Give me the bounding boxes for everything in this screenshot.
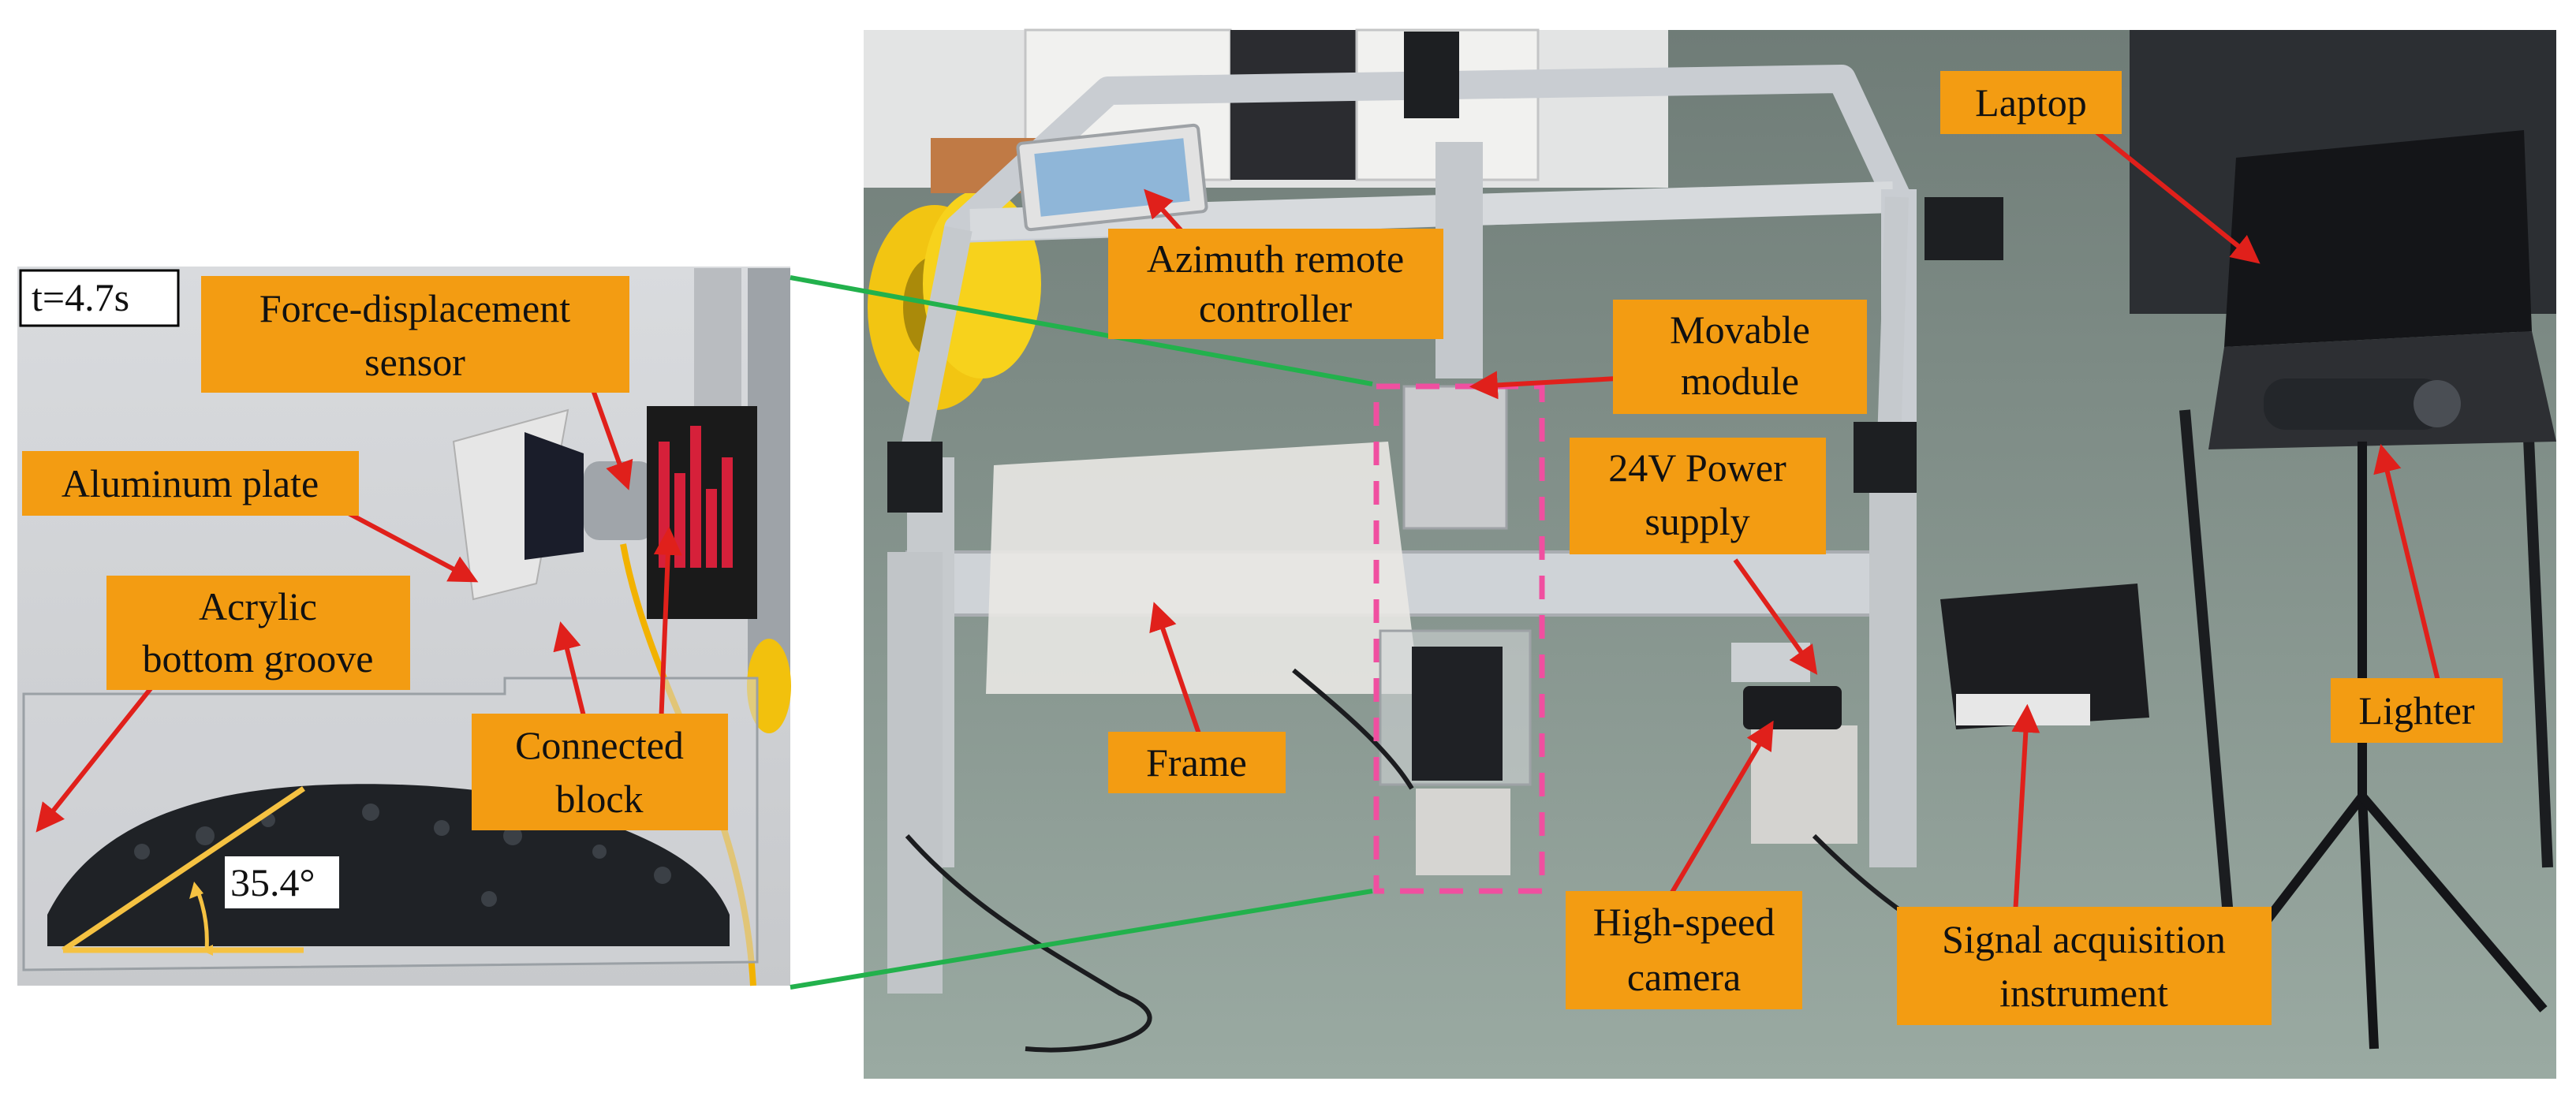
label-signal-instrument: Signal acquisition instrument: [1897, 907, 2272, 1025]
label-acrylic-groove: Acrylic bottom groove: [106, 576, 410, 690]
svg-text:instrument: instrument: [1999, 971, 2168, 1015]
svg-text:High-speed: High-speed: [1593, 900, 1775, 944]
sensor-body: [584, 461, 655, 540]
svg-text:Frame: Frame: [1146, 740, 1247, 785]
label-frame: Frame: [1108, 732, 1286, 793]
arrow-force-sensor: [585, 373, 633, 490]
arrow-motor-block: [653, 526, 682, 726]
time-label-box: [19, 269, 180, 327]
time-label: t=4.7s: [32, 275, 129, 319]
laptop-device: [2224, 130, 2532, 347]
arrow-aluminum-plate: [345, 510, 479, 583]
label-high-speed-camera: High-speed camera: [1566, 891, 1802, 1009]
arrow-frame: [1149, 602, 1205, 746]
angle-slope-line: [62, 786, 305, 953]
angle-label: 35.4°: [230, 860, 315, 904]
high-speed-camera-device: [1743, 686, 1842, 729]
svg-text:Lighter: Lighter: [2358, 688, 2475, 733]
arrow-lighter: [2373, 444, 2443, 695]
arrow-movable: [1469, 371, 1618, 400]
svg-text:Connected: Connected: [515, 723, 684, 767]
label-lighter: Lighter: [2331, 678, 2503, 743]
arrow-camera: [1666, 720, 1774, 901]
label-azimuth-controller: Azimuth remote controller: [1108, 229, 1443, 339]
svg-text:sensor: sensor: [364, 340, 465, 384]
arrow-laptop: [2093, 128, 2261, 264]
signal-instrument-device: [1940, 584, 2149, 729]
svg-text:Acrylic: Acrylic: [199, 584, 317, 628]
label-power-supply: 24V Power supply: [1570, 438, 1826, 554]
svg-text:Movable: Movable: [1670, 308, 1810, 352]
arrow-signal: [2011, 703, 2040, 915]
connected-block-shape: [525, 432, 584, 560]
label-aluminum-plate: Aluminum plate: [22, 451, 359, 516]
svg-text:Aluminum plate: Aluminum plate: [62, 461, 319, 505]
svg-text:controller: controller: [1199, 286, 1353, 330]
svg-text:Laptop: Laptop: [1975, 80, 2087, 125]
svg-text:Signal acquisition: Signal acquisition: [1942, 917, 2226, 961]
svg-text:bottom groove: bottom groove: [142, 636, 373, 681]
svg-text:supply: supply: [1645, 499, 1749, 543]
lighter-device: [2264, 378, 2445, 430]
svg-text:module: module: [1681, 359, 1799, 403]
label-connected-block: Connected block: [472, 714, 728, 830]
label-laptop: Laptop: [1940, 71, 2122, 134]
connector-line-bottom: [790, 889, 1373, 990]
aluminum-plate-main: [1402, 385, 1508, 530]
svg-text:block: block: [555, 777, 643, 821]
highlight-dashed-box: [1373, 383, 1545, 894]
svg-text:Azimuth remote: Azimuth remote: [1147, 237, 1404, 281]
foam-block: [1416, 789, 1510, 875]
label-movable-module: Movable module: [1613, 300, 1867, 414]
arrow-acrylic-groove: [35, 678, 160, 833]
arrow-power-supply: [1733, 558, 1818, 675]
connector-line-top: [790, 275, 1373, 386]
arrow-azimuth: [1144, 188, 1185, 235]
svg-text:24V Power: 24V Power: [1608, 446, 1786, 490]
label-force-sensor: Force-displacement sensor: [201, 276, 629, 393]
arrow-connected-block: [553, 621, 586, 717]
svg-text:Force-displacement: Force-displacement: [259, 286, 570, 330]
svg-text:camera: camera: [1627, 955, 1741, 999]
